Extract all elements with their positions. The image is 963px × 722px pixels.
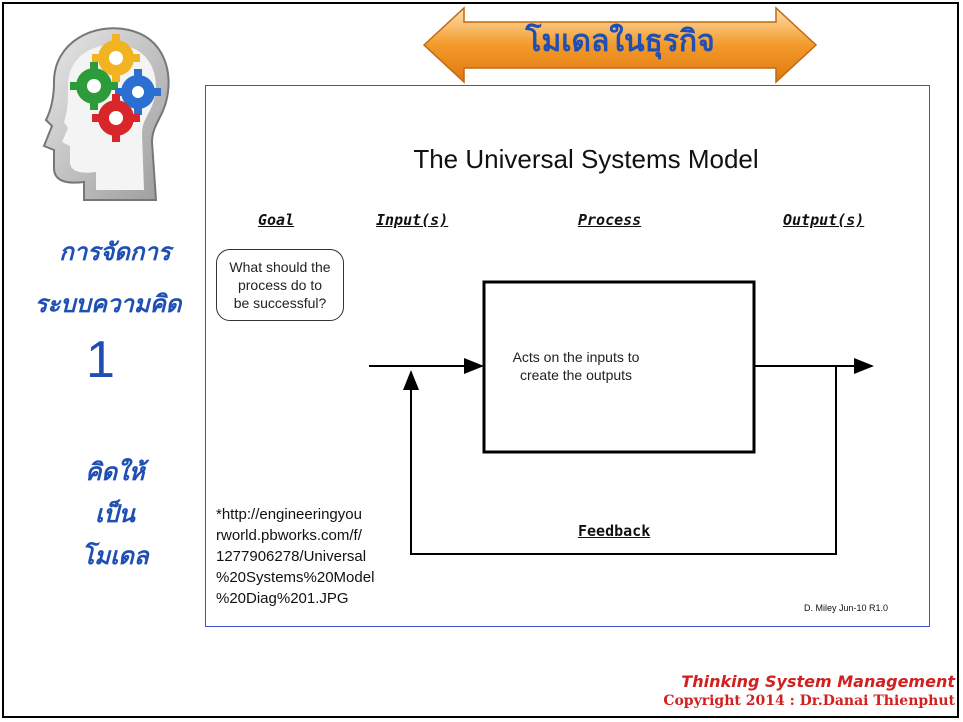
sidebar-heading-line2: ระบบความคิด — [34, 291, 182, 318]
goal-text-line: What should the — [229, 259, 331, 275]
source-note: *http://engineeringyou rworld.pbworks.co… — [216, 504, 396, 609]
feedback-label: Feedback — [578, 522, 651, 540]
header-output: Output(s) — [783, 211, 865, 229]
goal-text-line: be successful? — [233, 295, 327, 311]
process-description: Acts on the inputs to create the outputs — [506, 348, 646, 384]
header-goal: Goal — [258, 211, 295, 229]
sidebar-heading-line1: การจัดการ — [59, 239, 171, 266]
footer-title: Thinking System Management — [681, 672, 955, 691]
process-text-line: Acts on the inputs to — [512, 349, 640, 365]
diagram-title: The Universal Systems Model — [413, 144, 759, 174]
motto-line1: คิดให้ — [85, 459, 145, 486]
source-note-line: %20Systems%20Model — [216, 569, 375, 586]
motto-line2: เป็น — [95, 501, 135, 528]
goal-box: What should the process do to be success… — [216, 249, 344, 321]
page-title: โมเดลในธุรกิจ — [525, 25, 715, 58]
flow-lines — [369, 280, 874, 555]
header-input: Input(s) — [376, 211, 449, 229]
goal-text-line: process do to — [237, 277, 323, 293]
source-note-line: rworld.pbworks.com/f/ — [216, 527, 362, 544]
footer-copyright: Copyright 2014 : Dr.Danai Thienphut — [663, 693, 955, 709]
source-note-line: *http://engineeringyou — [216, 506, 362, 523]
header-process: Process — [578, 211, 642, 229]
source-note-line: 1277906278/Universal — [216, 548, 367, 565]
process-text-line: create the outputs — [519, 367, 633, 383]
title-banner — [422, 6, 818, 84]
source-note-line: %20Diag%201.JPG — [216, 590, 349, 607]
chapter-number: 1 — [86, 331, 115, 389]
systems-model-diagram: The Universal Systems Model Goal Input(s… — [205, 85, 930, 627]
motto-line3: โมเดล — [81, 543, 149, 570]
diagram-credit: D. Miley Jun-10 R1.0 — [804, 603, 889, 613]
head-with-gears-icon — [42, 27, 170, 201]
